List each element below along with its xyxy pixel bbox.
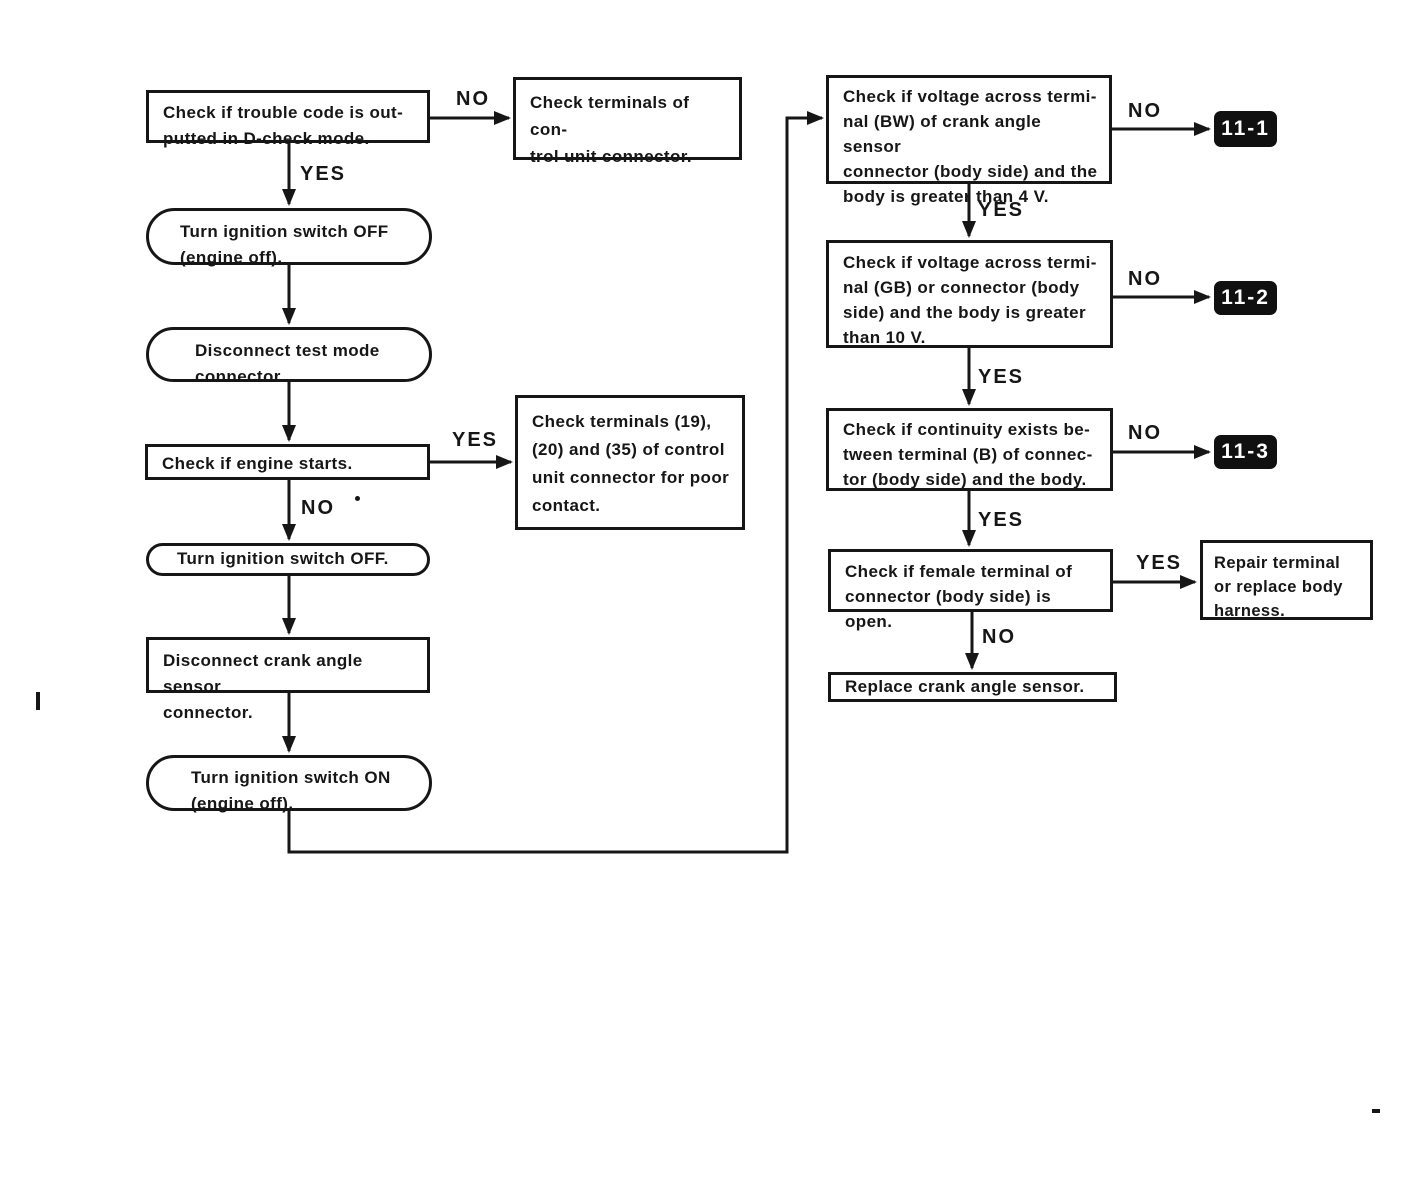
node-replace-crank-angle-sensor: Replace crank angle sensor. — [828, 672, 1117, 702]
badge-11-1: 11-1 — [1214, 111, 1277, 147]
node-check-engine-starts: Check if engine starts. — [145, 444, 430, 480]
flow-label-no: NO — [301, 497, 335, 519]
photocopy-speck — [1372, 1109, 1380, 1113]
node-turn-ignition-on-engine-off: Turn ignition switch ON (engine off). — [146, 755, 432, 813]
node-check-trouble-code: Check if trouble code is out- putted in … — [146, 90, 430, 148]
page-margin-tick — [36, 692, 40, 710]
node-turn-ignition-off-engine-off: Turn ignition switch OFF (engine off). — [146, 208, 432, 267]
node-check-continuity-b: Check if continuity exists be- tween ter… — [826, 408, 1113, 491]
flow-label-yes: YES — [300, 163, 347, 185]
node-check-voltage-gb: Check if voltage across termi- nal (GB) … — [826, 240, 1113, 348]
flow-label-no: NO — [1128, 100, 1162, 122]
flow-label-no: NO — [982, 626, 1016, 648]
flow-label-yes: YES — [978, 509, 1025, 531]
node-disconnect-crank-angle-sensor: Disconnect crank angle sensor connector. — [146, 637, 430, 722]
node-check-female-terminal: Check if female terminal of connector (b… — [828, 549, 1113, 631]
flow-label-yes: YES — [978, 199, 1025, 221]
flow-label-yes: YES — [1136, 552, 1183, 574]
node-check-voltage-bw: Check if voltage across termi- nal (BW) … — [826, 75, 1112, 206]
flow-label-no: NO — [1128, 268, 1162, 290]
badge-11-3: 11-3 — [1214, 435, 1277, 469]
badge-11-2: 11-2 — [1214, 281, 1277, 315]
node-disconnect-test-mode-connector: Disconnect test mode connector. — [146, 327, 432, 386]
flow-label-no: NO — [1128, 422, 1162, 444]
node-check-terminals-19-20-35: Check terminals (19), (20) and (35) of c… — [515, 395, 745, 530]
photocopy-speck — [355, 496, 360, 501]
node-repair-terminal: Repair terminal or replace body harness. — [1200, 540, 1373, 620]
node-turn-ignition-off: Turn ignition switch OFF. — [146, 543, 430, 576]
flow-label-no: NO — [456, 88, 490, 110]
node-check-terminals-control-unit: Check terminals of con- trol unit connec… — [513, 77, 742, 166]
flow-label-yes: YES — [978, 366, 1025, 388]
flow-label-yes: YES — [452, 429, 499, 451]
